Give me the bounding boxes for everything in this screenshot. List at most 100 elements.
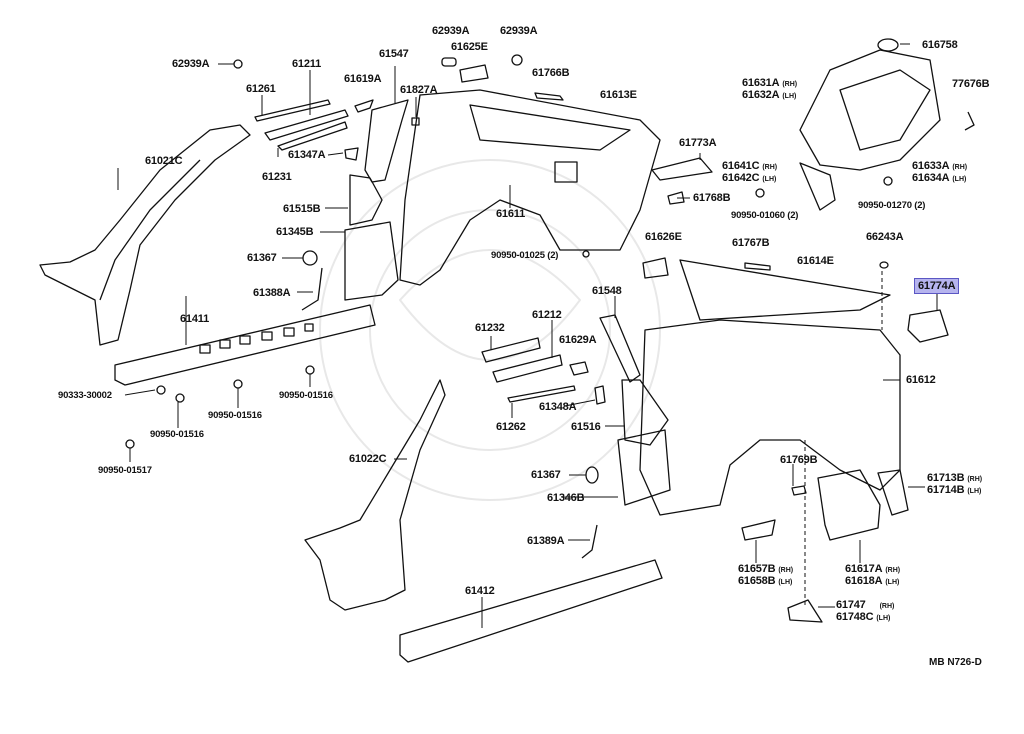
- label-77676B[interactable]: 77676B: [952, 78, 990, 90]
- label-61619A[interactable]: 61619A: [344, 73, 382, 85]
- label-90333-30002[interactable]: 90333-30002: [58, 390, 112, 401]
- part-62939A-plug-3[interactable]: [233, 59, 243, 69]
- part-61022C-center-pillar[interactable]: [304, 379, 446, 611]
- part-62939A-plug-2[interactable]: [511, 54, 523, 66]
- label-61769B[interactable]: 61769B: [780, 454, 818, 466]
- part-61629A[interactable]: [569, 361, 589, 376]
- part-62939A-plug[interactable]: [441, 57, 457, 67]
- part-90950-01060-nut[interactable]: [755, 188, 765, 198]
- label-61021C[interactable]: 61021C: [145, 155, 183, 167]
- label-61766B[interactable]: 61766B: [532, 67, 570, 79]
- label-61625E[interactable]: 61625E: [451, 41, 488, 53]
- label-90950-01060[interactable]: 90950-01060 (2): [731, 210, 799, 221]
- label-61516[interactable]: 61516: [571, 421, 601, 433]
- label-90950-01025[interactable]: 90950-01025 (2): [491, 250, 559, 261]
- nut-90950-01517[interactable]: [125, 439, 135, 449]
- label-90950-01516-b[interactable]: 90950-01516: [208, 410, 262, 421]
- label-90950-01516-a[interactable]: 90950-01516: [150, 429, 204, 440]
- label-616758[interactable]: 616758: [922, 39, 958, 51]
- label-61767B[interactable]: 61767B: [732, 237, 770, 249]
- part-61412-rocker-outer[interactable]: [399, 559, 663, 663]
- part-61548[interactable]: [599, 314, 641, 383]
- part-61347A[interactable]: [344, 147, 359, 161]
- part-61232[interactable]: [481, 337, 541, 363]
- part-66243A[interactable]: [879, 261, 889, 269]
- label-61631A-61632A[interactable]: 61631A(RH) 61632A(LH): [742, 78, 797, 102]
- label-61262[interactable]: 61262: [496, 421, 526, 433]
- label-61626E[interactable]: 61626E: [645, 231, 682, 243]
- nut-90950-01516-a[interactable]: [175, 393, 185, 403]
- part-61367-grommet-2[interactable]: [585, 466, 599, 484]
- label-61022C[interactable]: 61022C: [349, 453, 387, 465]
- label-61261[interactable]: 61261: [246, 83, 276, 95]
- label-61612[interactable]: 61612: [906, 374, 936, 386]
- label-61211[interactable]: 61211: [292, 58, 321, 70]
- part-61769B[interactable]: [791, 485, 807, 496]
- label-66243A[interactable]: 66243A: [866, 231, 904, 243]
- part-90333-30002[interactable]: [156, 385, 166, 395]
- part-61767B[interactable]: [744, 262, 771, 271]
- label-61657B-61658B[interactable]: 61657B(RH) 61658B(LH): [738, 564, 793, 588]
- part-90950-01270-nut[interactable]: [883, 176, 893, 186]
- part-61617A[interactable]: [817, 469, 881, 541]
- label-61633A-61634A[interactable]: 61633A(RH) 61634A(LH): [912, 161, 967, 185]
- label-61412[interactable]: 61412: [465, 585, 495, 597]
- label-61346B[interactable]: 61346B: [547, 492, 585, 504]
- part-61747[interactable]: [787, 599, 823, 623]
- part-61212[interactable]: [492, 354, 563, 383]
- part-61411-rocker-inner[interactable]: [114, 304, 376, 386]
- part-61516[interactable]: [621, 379, 669, 446]
- label-61773A[interactable]: 61773A: [679, 137, 717, 149]
- label-61389A[interactable]: 61389A: [527, 535, 565, 547]
- part-61766B[interactable]: [534, 92, 564, 101]
- part-61389A[interactable]: [581, 524, 598, 559]
- part-61713B[interactable]: [877, 469, 909, 516]
- part-61367-grommet[interactable]: [302, 250, 318, 266]
- label-61768B[interactable]: 61768B: [693, 192, 731, 204]
- label-61232[interactable]: 61232: [475, 322, 505, 334]
- label-61617A-61618A[interactable]: 61617A(RH) 61618A(LH): [845, 564, 900, 588]
- nut-90950-01516-b[interactable]: [233, 379, 243, 389]
- label-62939A-2[interactable]: 62939A: [432, 25, 470, 37]
- label-61231[interactable]: 61231: [262, 171, 292, 183]
- part-61631A-wheelhouse[interactable]: [799, 38, 941, 171]
- part-61345B[interactable]: [344, 221, 399, 301]
- part-61211[interactable]: [264, 109, 349, 141]
- label-61641C-61642C[interactable]: 61641C(RH) 61642C(LH): [722, 161, 777, 185]
- label-61411[interactable]: 61411: [180, 313, 209, 325]
- part-61021C-front-pillar[interactable]: [39, 124, 251, 346]
- label-61774A-highlighted[interactable]: 61774A: [914, 278, 960, 294]
- part-61262[interactable]: [507, 385, 576, 403]
- part-61348A[interactable]: [594, 385, 606, 405]
- label-90950-01270[interactable]: 90950-01270 (2): [858, 200, 926, 211]
- label-61388A[interactable]: 61388A: [253, 287, 291, 299]
- label-90950-01516-c[interactable]: 90950-01516: [279, 390, 333, 401]
- part-61768B[interactable]: [667, 191, 685, 205]
- part-90950-01025-nut[interactable]: [582, 250, 590, 258]
- label-61212[interactable]: 61212: [532, 309, 562, 321]
- part-61641C[interactable]: [799, 162, 836, 211]
- label-61348A[interactable]: 61348A: [539, 401, 577, 413]
- nut-90950-01516-c[interactable]: [305, 365, 315, 375]
- label-61611[interactable]: 61611: [496, 208, 525, 220]
- part-61346B[interactable]: [617, 429, 671, 506]
- part-61774A[interactable]: [907, 309, 949, 343]
- label-61629A[interactable]: 61629A: [559, 334, 597, 346]
- label-61548[interactable]: 61548: [592, 285, 622, 297]
- label-61345B[interactable]: 61345B: [276, 226, 314, 238]
- label-90950-01517[interactable]: 90950-01517: [98, 465, 152, 476]
- part-61625E[interactable]: [459, 64, 489, 83]
- part-77676B[interactable]: [964, 111, 975, 131]
- label-61827A[interactable]: 61827A: [400, 84, 438, 96]
- label-61614E[interactable]: 61614E: [797, 255, 834, 267]
- label-61347A[interactable]: 61347A: [288, 149, 326, 161]
- label-61367[interactable]: 61367: [247, 252, 277, 264]
- part-61611-quarter-inner[interactable]: [399, 89, 661, 286]
- label-61367-2[interactable]: 61367: [531, 469, 561, 481]
- label-61515B[interactable]: 61515B: [283, 203, 321, 215]
- part-61612-quarter-outer[interactable]: [639, 259, 901, 516]
- label-62939A[interactable]: 62939A: [172, 58, 210, 70]
- label-62939A-3[interactable]: 62939A: [500, 25, 538, 37]
- part-61773A[interactable]: [651, 157, 713, 181]
- part-61515B[interactable]: [349, 174, 383, 226]
